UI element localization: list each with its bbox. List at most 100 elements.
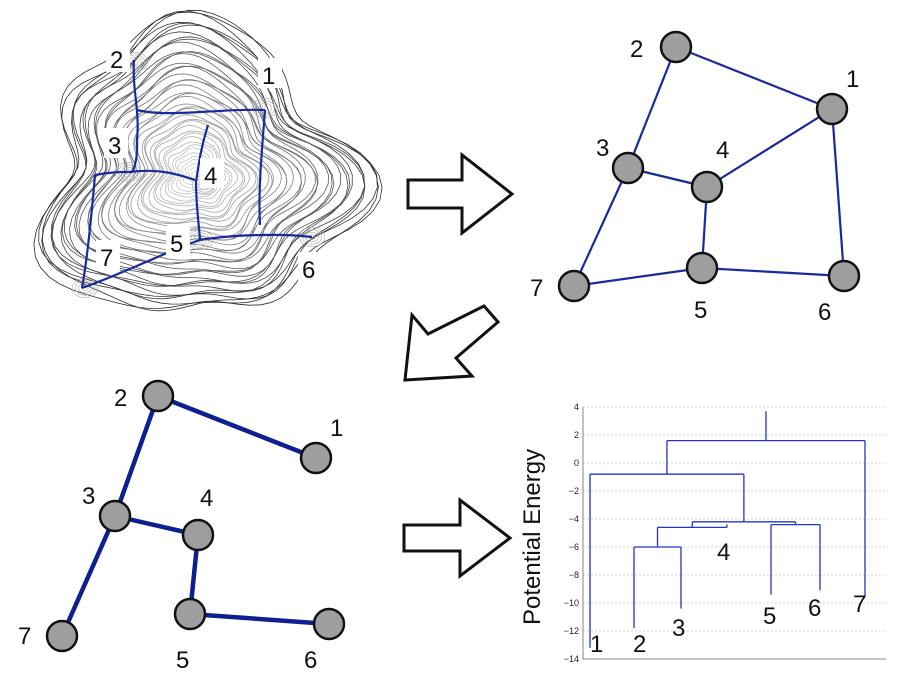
tree-label-2: 2 bbox=[114, 385, 127, 412]
full-label-5: 5 bbox=[694, 297, 707, 324]
full-label-7: 7 bbox=[530, 275, 543, 302]
full-node-3 bbox=[611, 151, 645, 185]
contour-line bbox=[127, 107, 270, 230]
landscape-label-7: 7 bbox=[100, 245, 113, 272]
contour-line bbox=[78, 62, 319, 269]
contour-line bbox=[100, 79, 302, 252]
full-label-6: 6 bbox=[818, 299, 831, 326]
tree-label-7: 7 bbox=[18, 623, 31, 650]
contour-line bbox=[113, 92, 288, 243]
contour-line bbox=[153, 132, 244, 211]
contour-line bbox=[69, 51, 333, 277]
full-label-1: 1 bbox=[846, 66, 859, 93]
y-tick-label: −2 bbox=[569, 486, 579, 496]
path-1-6-vertical bbox=[258, 109, 267, 226]
full-graph-panel: 2 1 3 4 7 5 6 bbox=[530, 30, 861, 326]
leaf-label-1: 1 bbox=[590, 631, 603, 658]
y-tick-label: −6 bbox=[569, 542, 579, 552]
path-2-3 bbox=[129, 59, 139, 174]
path-2-1 bbox=[136, 108, 266, 115]
tree-node-6 bbox=[312, 607, 346, 641]
contour-line bbox=[137, 118, 259, 224]
arrow-right-top bbox=[406, 151, 515, 237]
landscape-label-6: 6 bbox=[302, 257, 315, 284]
contour-line bbox=[41, 9, 383, 312]
dendrogram-grid bbox=[582, 406, 886, 660]
y-tick-label: 2 bbox=[574, 430, 579, 440]
contour-line bbox=[63, 36, 351, 286]
tree-node-7 bbox=[45, 619, 79, 653]
full-node-7 bbox=[557, 269, 591, 303]
landscape-label-1: 1 bbox=[262, 63, 275, 90]
tree-label-6: 6 bbox=[304, 647, 317, 674]
contour-line bbox=[87, 65, 318, 265]
landscape-labels: 2 1 3 4 5 7 6 bbox=[96, 42, 322, 284]
y-tick-label: −12 bbox=[564, 626, 579, 636]
path-3-4 bbox=[129, 169, 196, 182]
tree-node-4 bbox=[181, 518, 215, 552]
leaf-label-5: 5 bbox=[763, 603, 776, 630]
full-node-1 bbox=[815, 92, 849, 126]
path-3-left bbox=[94, 170, 131, 177]
path-4-5 bbox=[194, 181, 202, 241]
y-tick-label: −10 bbox=[564, 598, 579, 608]
arrow-right-bottom bbox=[402, 496, 513, 580]
contour-line bbox=[114, 95, 282, 241]
arrow-diagonal bbox=[403, 304, 501, 382]
dendrogram-branches bbox=[589, 411, 866, 648]
basin-contour bbox=[81, 285, 89, 291]
energy-landscape-panel: 2 1 3 4 5 7 6 bbox=[33, 9, 383, 312]
tree-node-5 bbox=[173, 597, 207, 631]
contour-line bbox=[89, 73, 306, 261]
contour-line bbox=[51, 22, 366, 296]
y-axis-label: Potential Energy bbox=[519, 449, 546, 625]
leaf-label-4: 4 bbox=[717, 539, 730, 566]
path-3-7 bbox=[80, 174, 97, 289]
leaf-label-3: 3 bbox=[672, 615, 685, 642]
basin-contour bbox=[131, 59, 139, 65]
contour-line bbox=[165, 144, 230, 202]
landscape-label-3: 3 bbox=[108, 133, 121, 160]
basin-contour bbox=[71, 278, 99, 298]
contour-line bbox=[142, 125, 250, 218]
landscape-label-4: 4 bbox=[204, 163, 217, 190]
contour-line bbox=[75, 51, 335, 276]
tree-label-5: 5 bbox=[176, 647, 189, 674]
tree-label-3: 3 bbox=[82, 483, 95, 510]
tree-label-1: 1 bbox=[330, 415, 343, 442]
y-tick-label: −14 bbox=[564, 654, 579, 664]
path-5-6 bbox=[199, 233, 313, 242]
tree-node-3 bbox=[98, 499, 132, 533]
dendrogram-y-ticks: 4 2 0 −2 −4 −6 −8 −10 −12 −14 bbox=[564, 402, 579, 664]
full-node-6 bbox=[827, 259, 861, 293]
full-label-3: 3 bbox=[596, 135, 609, 162]
landscape-label-2: 2 bbox=[110, 47, 123, 74]
full-label-4: 4 bbox=[716, 137, 729, 164]
contour-line bbox=[126, 106, 273, 233]
y-tick-label: −4 bbox=[569, 514, 579, 524]
path-1-4 bbox=[194, 124, 210, 183]
tree-label-4: 4 bbox=[200, 485, 213, 512]
basin-contour bbox=[78, 282, 92, 294]
leaf-label-6: 6 bbox=[808, 595, 821, 622]
basin-contour bbox=[75, 280, 95, 296]
y-tick-label: −8 bbox=[569, 570, 579, 580]
tree-node-2 bbox=[141, 379, 175, 413]
y-tick-label: 4 bbox=[574, 402, 579, 412]
leaf-label-2: 2 bbox=[633, 631, 646, 658]
contour-map bbox=[33, 9, 383, 312]
y-tick-label: 0 bbox=[574, 458, 579, 468]
leaf-label-7: 7 bbox=[853, 591, 866, 618]
full-node-2 bbox=[659, 30, 693, 64]
tree-graph-panel: 2 1 3 4 7 5 6 bbox=[18, 379, 346, 674]
full-node-4 bbox=[690, 170, 724, 204]
contour-line bbox=[148, 130, 246, 214]
contour-line bbox=[140, 120, 257, 220]
full-node-5 bbox=[685, 251, 719, 285]
landscape-label-5: 5 bbox=[170, 231, 183, 258]
basin-contour bbox=[298, 227, 326, 247]
contour-line bbox=[155, 136, 239, 208]
